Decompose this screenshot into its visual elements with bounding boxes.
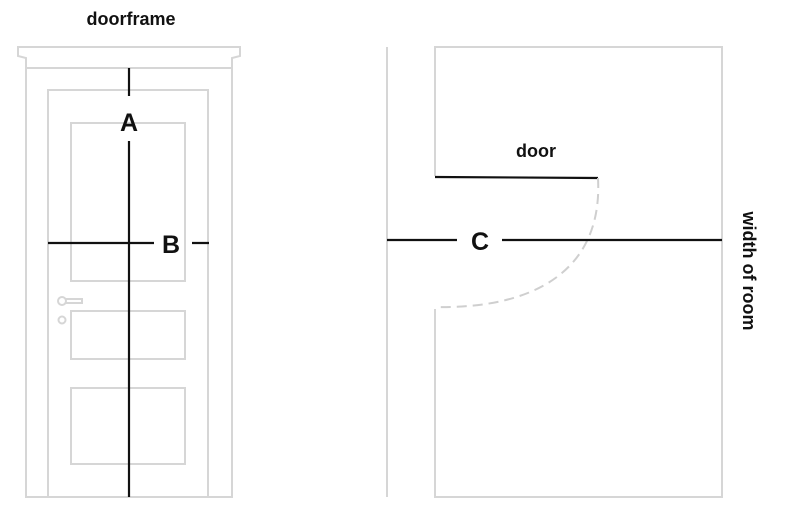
label-width-of-room: width of room (739, 211, 759, 331)
label-door: door (516, 141, 556, 161)
door-plan-leaf (434, 175, 599, 180)
room-plan (386, 46, 723, 498)
doorframe-cornice (17, 46, 241, 69)
door-handle-knob (57, 296, 67, 306)
label-doorframe: doorframe (86, 9, 175, 29)
label-c: C (471, 228, 489, 256)
room-outline (434, 46, 723, 498)
label-b: B (162, 231, 180, 259)
label-a: A (120, 109, 138, 137)
door-keyhole (57, 315, 67, 325)
door-handle-lever (66, 298, 83, 304)
door-swing-arc (434, 177, 600, 309)
